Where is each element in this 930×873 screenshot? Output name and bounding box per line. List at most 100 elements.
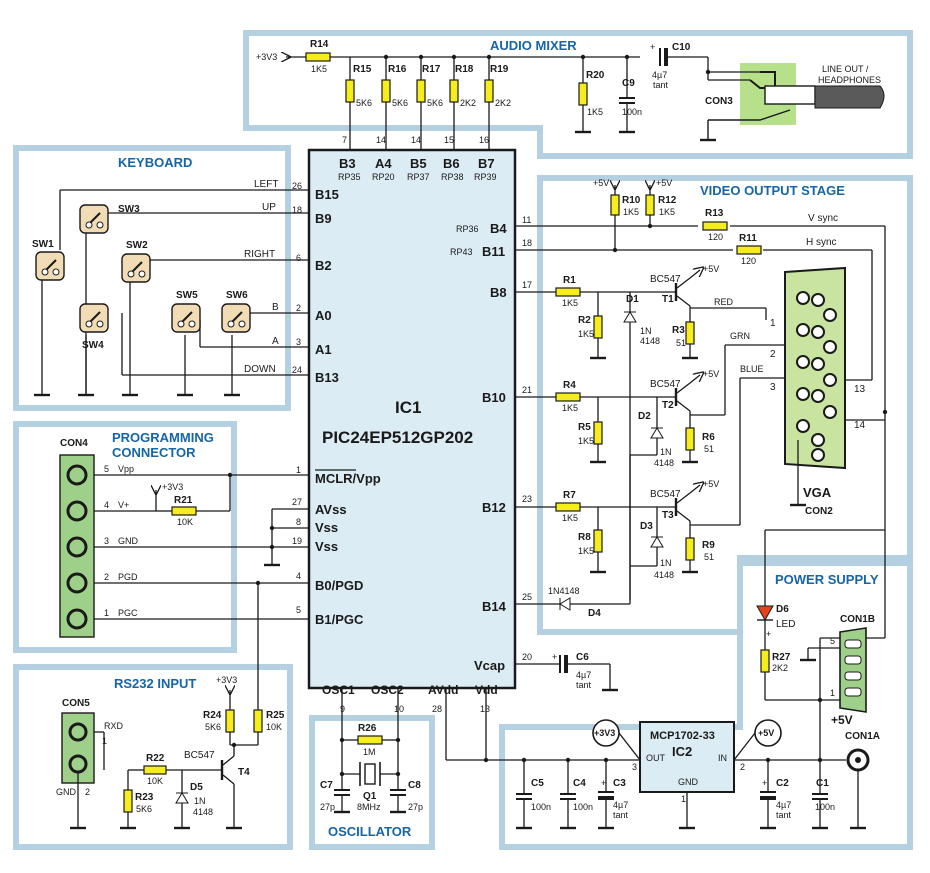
title-keyboard: KEYBOARD [118, 155, 192, 170]
oscillator: R26 1M Q1 8MHz C7 27p C8 27p [320, 688, 423, 814]
pin-vss8-num: 8 [296, 517, 301, 527]
r4-value: 1K5 [562, 403, 578, 413]
vga-connector: 13 14 VGA CON2 [784, 266, 888, 639]
d5-ref: D5 [190, 782, 203, 793]
r7 [555, 502, 581, 512]
r26-value: 1M [363, 747, 376, 757]
c10-value: 4µ7 [652, 70, 667, 80]
pin-b14-name: B14 [482, 599, 507, 614]
r3 [685, 321, 695, 345]
r18-ref: R18 [455, 64, 474, 75]
signal-right: RIGHT [244, 249, 275, 260]
r14-value: 1K5 [311, 64, 327, 74]
ic1-top-pins: 7 14 14 15 16 B3 A4 B5 B6 B7 RP35 RP20 R… [338, 57, 497, 182]
r4-ref: R4 [563, 380, 576, 391]
r25-ref: R25 [266, 710, 285, 721]
pin-vss8-name: Vss [315, 520, 338, 535]
frame-power-supply [499, 560, 913, 850]
t3-supply: +5V [703, 479, 719, 489]
r19-ref: R19 [490, 64, 509, 75]
pin-vss19-name: Vss [315, 539, 338, 554]
r27 [760, 649, 770, 673]
rs232-input: CON5 RXD 1 GND 2 R22 10K R23 5K6 D5 1N 4… [56, 675, 285, 830]
pin-mclr-name: MCLR/Vpp [315, 471, 381, 486]
ic2-body [639, 721, 735, 793]
grn-label: GRN [730, 331, 750, 341]
pin-vcap-num: 20 [522, 652, 532, 662]
sw4-ref: SW4 [82, 340, 104, 351]
r12-supply: +5V [656, 178, 672, 188]
con4-pin5: 5 [104, 464, 109, 474]
r18 [449, 79, 459, 103]
d6-value: LED [776, 619, 795, 630]
r19 [484, 79, 494, 103]
r17-ref: R17 [422, 64, 441, 75]
pin-b5-rp: RP37 [407, 172, 430, 182]
r22-ref: R22 [146, 753, 165, 764]
r22 [143, 765, 167, 775]
ic1: IC1 PIC24EP512GP202 7 14 14 15 16 B3 A4 … [292, 57, 532, 714]
switch-sw3 [79, 204, 109, 234]
pin-b5-num: 14 [411, 135, 421, 145]
r13-ref: R13 [705, 208, 724, 219]
ic2-pin-in: 2 [740, 762, 745, 772]
signal-b: B [272, 302, 279, 313]
d3-value-2: 4148 [654, 570, 674, 580]
ic1-ref: IC1 [395, 398, 421, 417]
switch-sw2 [121, 253, 151, 283]
r14-ref: R14 [310, 39, 329, 50]
ic2-pin-gnd: 1 [681, 794, 686, 804]
sw6-ref: SW6 [226, 290, 248, 301]
channel-green: R4 1K5 R5 1K5 D2 1N 4148 BC547 +5V T2 R6… [515, 331, 785, 468]
pin-b7-rp: RP39 [474, 172, 497, 182]
frame-keyboard [13, 145, 291, 411]
signal-left: LEFT [254, 179, 278, 190]
r6 [685, 427, 695, 451]
pin-a1-name: A1 [315, 342, 332, 357]
r6-value: 51 [704, 444, 714, 454]
pin-avss-name: AVss [315, 502, 347, 517]
title-audio-mixer: AUDIO MIXER [490, 38, 577, 53]
con3-ref: CON3 [705, 96, 733, 107]
c3-ref: C3 [613, 778, 626, 789]
d6-led [756, 605, 774, 622]
c10-polarity: + [650, 42, 655, 52]
pin-b3-rp: RP35 [338, 172, 361, 182]
pin-b0-name: B0/PGD [315, 578, 363, 593]
r21-value: 10K [177, 517, 193, 527]
t1-type: BC547 [650, 274, 681, 285]
frame-programming [13, 421, 237, 653]
pin-b3-num: 7 [342, 135, 347, 145]
pin-b8-name: B8 [490, 285, 507, 300]
pin-b12-name: B12 [482, 500, 506, 515]
r14 [305, 52, 331, 62]
programming-connector: CON4 5 Vpp 4 V+ 3 GND 2 PGD 1 PGC +3V3 R… [59, 438, 309, 745]
q1-value: 8MHz [357, 802, 381, 812]
sw3-ref: SW3 [118, 204, 140, 215]
pin-a4-name: A4 [375, 156, 392, 171]
c2-polarity: + [762, 778, 767, 788]
pin-a4-num: 14 [376, 135, 386, 145]
r19-value: 2K2 [495, 98, 511, 108]
ic1-part: PIC24EP512GP202 [322, 428, 473, 447]
pin-b14-num: 25 [522, 592, 532, 602]
r5-ref: R5 [578, 422, 591, 433]
c4-value: 100n [573, 802, 593, 812]
r20-ref: R20 [586, 70, 605, 81]
d5-value-1: 1N [194, 796, 206, 806]
con4-pin3: 3 [104, 536, 109, 546]
pin-b4-name: B4 [490, 221, 507, 236]
r3-ref: R3 [672, 325, 685, 336]
c5-ref: C5 [531, 778, 544, 789]
jack-label-2: HEADPHONES [818, 75, 881, 85]
pin-avdd-num: 28 [432, 704, 442, 714]
rs232-gnd: GND [56, 787, 77, 797]
vga-pin-14: 14 [854, 420, 866, 431]
d6-polarity: + [766, 629, 771, 639]
audio-supply: +3V3 [256, 52, 277, 62]
r11-ref: R11 [739, 233, 757, 244]
pin-vcap-name: Vcap [474, 658, 505, 673]
switch-sw1 [35, 251, 65, 281]
con4-pin4: 4 [104, 500, 109, 510]
